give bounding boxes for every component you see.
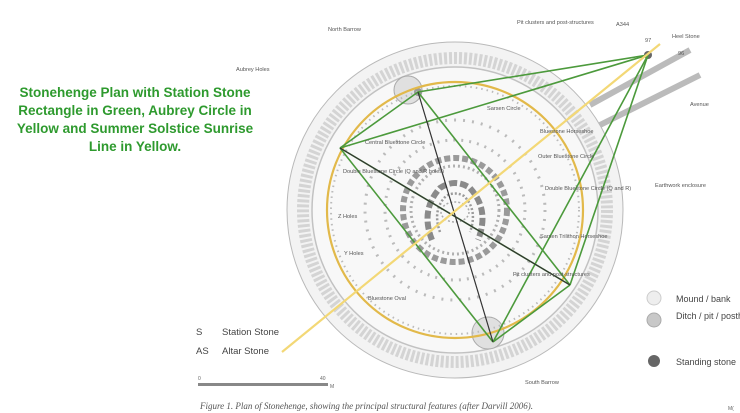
legend-swatch-ditch <box>646 312 662 328</box>
scale-bar <box>198 383 328 386</box>
label-north-barrow: North Barrow <box>328 27 362 33</box>
aubrey-circle <box>325 80 585 340</box>
label-south-barrow: South Barrow <box>525 380 560 386</box>
label-outer-bluestone: Outer Bluestone Circle <box>538 154 594 160</box>
legend-ditch-text: Ditch / pit / posthole/ stone socket <box>676 311 740 321</box>
key-as: AS <box>196 346 209 357</box>
diagram-title: Stonehenge Plan with Station Stone Recta… <box>16 85 254 154</box>
legend-standing: Standing stone <box>676 357 736 367</box>
label-heel-stone: Heel Stone <box>672 34 700 40</box>
label-avenue: Avenue <box>690 102 709 108</box>
label-heel-97: 97 <box>645 38 651 44</box>
label-a344: A344 <box>616 22 629 28</box>
ditch-ring <box>297 52 613 368</box>
label-sarsen-circle: Sarsen Circle <box>487 106 521 112</box>
legend-ditch: Ditch / pit / posthole/ stone socket <box>676 311 740 321</box>
label-bluestone-horseshoe: Bluestone Horseshoe <box>540 129 594 135</box>
label-pit-clusters-bottom: Pit clusters and post-structures <box>513 272 590 278</box>
label-z-holes: Z Holes <box>338 214 357 220</box>
key-station-stone: Station Stone <box>222 327 279 338</box>
label-earthwork-enclosure: Earthwork enclosure <box>655 183 706 189</box>
label-aubrey-holes: Aubrey Holes <box>236 67 270 73</box>
legend-swatch-standing <box>648 355 660 367</box>
corner-mark: M( <box>728 406 734 412</box>
label-bluestone-oval: Bluestone Oval <box>368 296 406 302</box>
key-s: S <box>196 327 202 338</box>
label-double-bluestone-left: Double Bluestone Circle (Q and R holes) <box>343 169 444 175</box>
sarsen-trilithon-horseshoe <box>424 180 486 242</box>
station-diagonals <box>339 91 571 343</box>
label-sarsen-trilithon: Sarsen Trilithon Horseshoe <box>540 234 607 240</box>
label-pit-clusters-top: Pit clusters and post-structures <box>517 20 594 26</box>
figure-caption: Figure 1. Plan of Stonehenge, showing th… <box>199 401 533 411</box>
scale-forty: 40 <box>320 376 326 382</box>
bluestone-oval <box>440 201 470 223</box>
sarsen-circle <box>400 155 510 265</box>
legend-swatch-mound <box>646 290 662 306</box>
label-heel-96: 96 <box>678 51 684 57</box>
key-altar-stone: Altar Stone <box>222 346 269 357</box>
solstice-sunrise-line <box>281 43 661 353</box>
scale-unit: M <box>330 384 334 390</box>
scale-zero: 0 <box>198 376 201 382</box>
label-double-bluestone-right: Double Bluestone Circle (Q and R) <box>545 186 631 192</box>
legend: Mound / bank Ditch / pit / posthole/ sto… <box>646 290 740 367</box>
y-holes-ring <box>363 118 547 302</box>
outer-bluestone-circle <box>409 164 501 256</box>
label-central-bluestone: Central Bluestone Circle <box>365 140 425 146</box>
bluestone-horseshoe <box>435 192 475 233</box>
legend-mound: Mound / bank <box>676 294 731 304</box>
label-y-holes: Y Holes <box>344 251 364 257</box>
